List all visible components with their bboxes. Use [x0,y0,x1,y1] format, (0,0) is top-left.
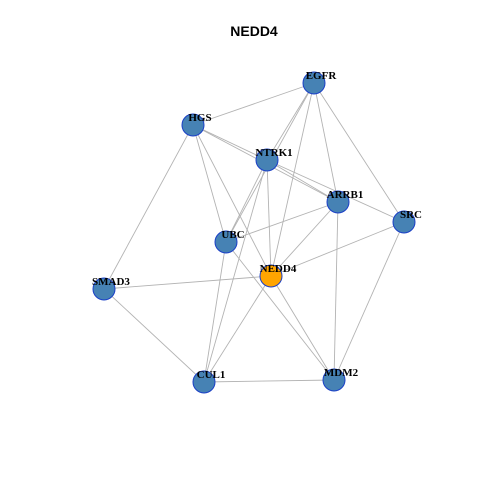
node-mdm2 [322,368,346,392]
node-label-arrb1: ARRB1 [327,189,364,201]
edge-hgs-nedd4 [192,124,272,277]
diagram-title: NEDD4 [230,23,278,39]
node-nedd4 [259,264,283,288]
node-hgs [181,113,205,137]
edge-arrb1-nedd4 [270,201,339,277]
nodes-layer [92,71,416,394]
edge-egfr-src [313,82,405,223]
node-label-hgs: HGS [188,112,211,124]
edge-src-nedd4 [270,221,405,277]
edge-ntrk1-arrb1 [266,159,339,203]
edge-ubc-mdm2 [225,241,335,381]
edge-src-mdm2 [333,221,405,381]
node-ntrk1 [255,148,279,172]
node-egfr [302,71,326,95]
edge-egfr-nedd4 [270,82,315,277]
node-label-smad3: SMAD3 [92,276,130,288]
edge-hgs-ubc [192,124,227,243]
edges-layer [103,82,405,383]
node-label-mdm2: MDM2 [324,367,359,379]
edge-hgs-egfr [192,82,315,126]
edge-ubc-cul1 [203,241,227,383]
edge-hgs-smad3 [103,124,194,290]
node-label-egfr: EGFR [306,70,338,82]
node-smad3 [92,277,116,301]
edge-cul1-mdm2 [203,379,335,383]
edge-arrb1-mdm2 [333,201,339,381]
edge-smad3-cul1 [103,288,205,383]
edge-ntrk1-nedd4 [266,159,272,277]
node-src [392,210,416,234]
edge-arrb1-ubc [225,201,339,243]
edge-nedd4-smad3 [103,275,272,290]
node-label-cul1: CUL1 [197,369,226,381]
edge-nedd4-mdm2 [270,275,335,381]
edge-egfr-ntrk1 [266,82,315,161]
node-label-src: SRC [400,209,422,221]
node-label-ntrk1: NTRK1 [255,147,292,159]
edge-ntrk1-ubc [225,159,268,243]
edge-egfr-arrb1 [313,82,339,203]
node-cul1 [192,370,216,394]
node-arrb1 [326,190,350,214]
node-label-nedd4: NEDD4 [260,263,297,275]
edge-nedd4-cul1 [203,275,272,383]
node-label-ubc: UBC [221,229,244,241]
node-ubc [214,230,238,254]
edge-hgs-ntrk1 [192,124,268,161]
edge-ntrk1-cul1 [203,159,268,383]
